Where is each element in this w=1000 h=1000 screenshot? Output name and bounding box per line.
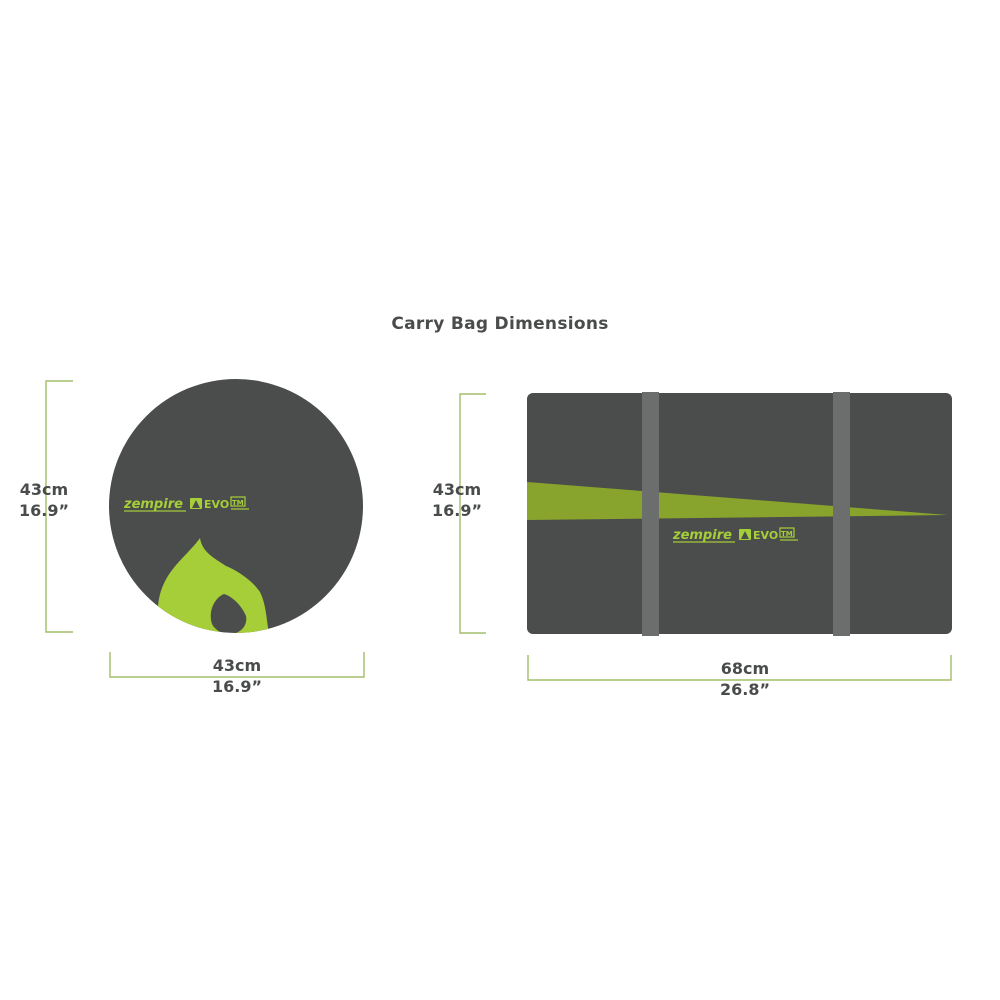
round-bag-height-in: 16.9” (19, 501, 69, 520)
round-bag-height-cm: 43cm (19, 480, 69, 499)
logo-brand: zempire (672, 528, 732, 543)
rect-bag-width-cm: 68cm (720, 659, 770, 678)
rect-bag-width-in: 26.8” (720, 680, 770, 699)
logo-product: EVO (753, 529, 778, 542)
strap-left (642, 392, 659, 636)
logo-badge: TM (781, 530, 793, 538)
rect-bag-height-bracket (459, 393, 486, 634)
round-bag-height-bracket (45, 380, 73, 633)
rect-bag-height-label: 43cm 16.9” (417, 479, 497, 521)
round-bag-height-label: 43cm 16.9” (4, 479, 84, 521)
round-bag-width-label: 43cm 16.9” (182, 655, 292, 697)
logo-brand: zempire (123, 497, 183, 512)
strap-right (833, 392, 850, 636)
rect-bag-height-in: 16.9” (432, 501, 482, 520)
rectangular-carry-bag: zempire EVO TM (527, 392, 952, 636)
rect-bag-width-bracket (527, 655, 952, 681)
logo-product: EVO (204, 498, 229, 511)
round-bag-width-cm: 43cm (212, 656, 262, 675)
logo-badge: TM (232, 499, 244, 507)
round-carry-bag: zempire EVO TM (109, 379, 363, 633)
zempire-logo: zempire EVO TM (123, 496, 249, 512)
rect-bag-width-label: 68cm 26.8” (690, 658, 800, 700)
round-bag-width-bracket (109, 652, 365, 678)
round-bag-width-in: 16.9” (212, 677, 262, 696)
zempire-logo: zempire EVO TM (672, 527, 798, 543)
flame-icon (158, 538, 272, 633)
rect-bag-height-cm: 43cm (432, 480, 482, 499)
page-title: Carry Bag Dimensions (391, 314, 609, 334)
